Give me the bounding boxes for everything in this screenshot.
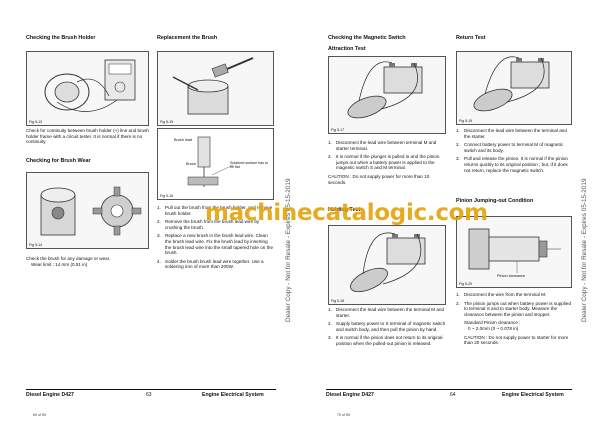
figure-label: Fig 5-17 bbox=[331, 128, 345, 132]
figure-return-test: Fig 5-19 bbox=[456, 51, 572, 125]
figure-pinion-clearance: Pinion clearance Fig 5-20 bbox=[456, 216, 572, 288]
callout-brush: Brush bbox=[186, 162, 196, 166]
footer-section: Engine Electrical System bbox=[202, 392, 264, 398]
heading-brush-holder: Checking the Brush Holder bbox=[26, 35, 96, 41]
figure-brush-lead: Brush lead Brush Soldered surface has to… bbox=[157, 128, 274, 200]
brush-wear-paragraph: Check the brush for any damage or wear. bbox=[26, 256, 111, 261]
footer-title: Diesel Engine D427 bbox=[26, 392, 74, 398]
figure-holding-test: Fig 5-18 bbox=[328, 225, 446, 305]
dealer-copy-note: Dealer Copy - Not for Resale - Expires 0… bbox=[581, 178, 588, 323]
figure-attraction-test: Fig 5-17 bbox=[328, 56, 446, 134]
footer-section: Engine Electrical System bbox=[502, 392, 564, 398]
step-item: 1.Disconnect the wire from the terminal … bbox=[456, 292, 547, 297]
callout-soldered-surface: Soldered surface has to be flat bbox=[230, 161, 268, 170]
standard-clearance-label: Standard Pinion clearance : bbox=[464, 320, 521, 326]
brush-holder-paragraph: Check for continuity between brush holde… bbox=[26, 128, 149, 145]
figure-brush-holder-test: Fig 5-13 bbox=[26, 51, 149, 126]
standard-clearance-value: 0 ~ 2.0mm (0 ~ 0.078 in) bbox=[468, 325, 519, 331]
pinion-steps-list: 1.Disconnect the wire from the terminal … bbox=[456, 292, 574, 346]
caution-note: CAUTION : Do not supply power for more t… bbox=[328, 173, 430, 185]
step-item: 1.Disconnect the lead wire between the t… bbox=[328, 307, 445, 318]
step-item: 4.Solder the brush brush lead wire toget… bbox=[157, 258, 264, 270]
watermark-text: machinecatalogic.com bbox=[205, 200, 488, 226]
step-item: 1.Disconnect the lead wire between termi… bbox=[328, 140, 437, 151]
step-item: 1.Disconnect the lead wire between the t… bbox=[456, 128, 567, 139]
caution-note: CAUTION : Do not supply power to starter… bbox=[464, 334, 569, 346]
wear-limit-value: Wear limit : 14 mm (0.51 in) bbox=[31, 262, 88, 267]
step-item: 2.The pinion jumps out when battery powe… bbox=[456, 300, 571, 317]
footer-rule bbox=[26, 389, 276, 390]
step-item: 3.Replace a new brush in the brush lead … bbox=[157, 233, 274, 256]
step-item: 2.Supply battery power to S terminal of … bbox=[328, 321, 446, 332]
heading-pinion-jumping: Pinion Jumping-out Condition bbox=[456, 198, 534, 204]
page-number: 64 bbox=[450, 392, 456, 398]
step-item: 1.Pull out the brush from the brush hold… bbox=[157, 205, 273, 216]
subheading-attraction-test: Attraction Test bbox=[328, 46, 366, 52]
page-of-count: 69 of 89 bbox=[33, 413, 46, 417]
footer-title: Diesel Engine D427 bbox=[326, 392, 374, 398]
page-of-count: 70 of 89 bbox=[337, 413, 350, 417]
figure-label: Fig 5-16 bbox=[160, 194, 174, 198]
replacement-steps-list: 1.Pull out the brush from the brush hold… bbox=[157, 205, 275, 273]
figure-label: Fig 5-18 bbox=[331, 299, 345, 303]
step-item: 3.Pull and release the pinion. It is nor… bbox=[456, 156, 568, 173]
figure-label: Fig 5-15 bbox=[160, 120, 174, 124]
step-item: 2.Connect battery power to terminal M of… bbox=[456, 142, 564, 153]
figure-label: Fig 5-13 bbox=[29, 120, 43, 124]
figure-label: Fig 5-19 bbox=[459, 119, 473, 123]
callout-brush-lead: Brush lead bbox=[174, 138, 193, 142]
figure-label: Fig 5-20 bbox=[459, 282, 473, 286]
step-item: 2.It is normal if the plunger is pulled … bbox=[328, 154, 440, 171]
attraction-steps-list: 1.Disconnect the lead wire between termi… bbox=[328, 140, 448, 188]
page-number: 63 bbox=[146, 392, 152, 398]
figure-label: Fig 5-14 bbox=[29, 243, 43, 247]
holding-steps-list: 1.Disconnect the lead wire between the t… bbox=[328, 307, 448, 350]
step-item: 2.Remove the brush from the brush lead w… bbox=[157, 219, 260, 230]
figure-brush-wear: Fig 5-14 bbox=[26, 172, 149, 249]
figure-brush-removal: Fig 5-15 bbox=[157, 51, 274, 126]
heading-magnetic-switch: Checking the Magnetic Switch bbox=[328, 35, 406, 41]
heading-brush-wear: Checking for Brush Wear bbox=[26, 158, 91, 164]
footer-rule bbox=[326, 389, 572, 390]
heading-replacement-brush: Replacement the Brush bbox=[157, 35, 218, 41]
subheading-holding-test: Holding Test bbox=[328, 207, 361, 213]
heading-return-test: Return Test bbox=[456, 35, 486, 41]
return-steps-list: 1.Disconnect the lead wire between the t… bbox=[456, 128, 574, 176]
step-item: 3.It is normal if the pinion does not re… bbox=[328, 335, 443, 346]
callout-pinion-clearance: Pinion clearance bbox=[497, 274, 526, 278]
